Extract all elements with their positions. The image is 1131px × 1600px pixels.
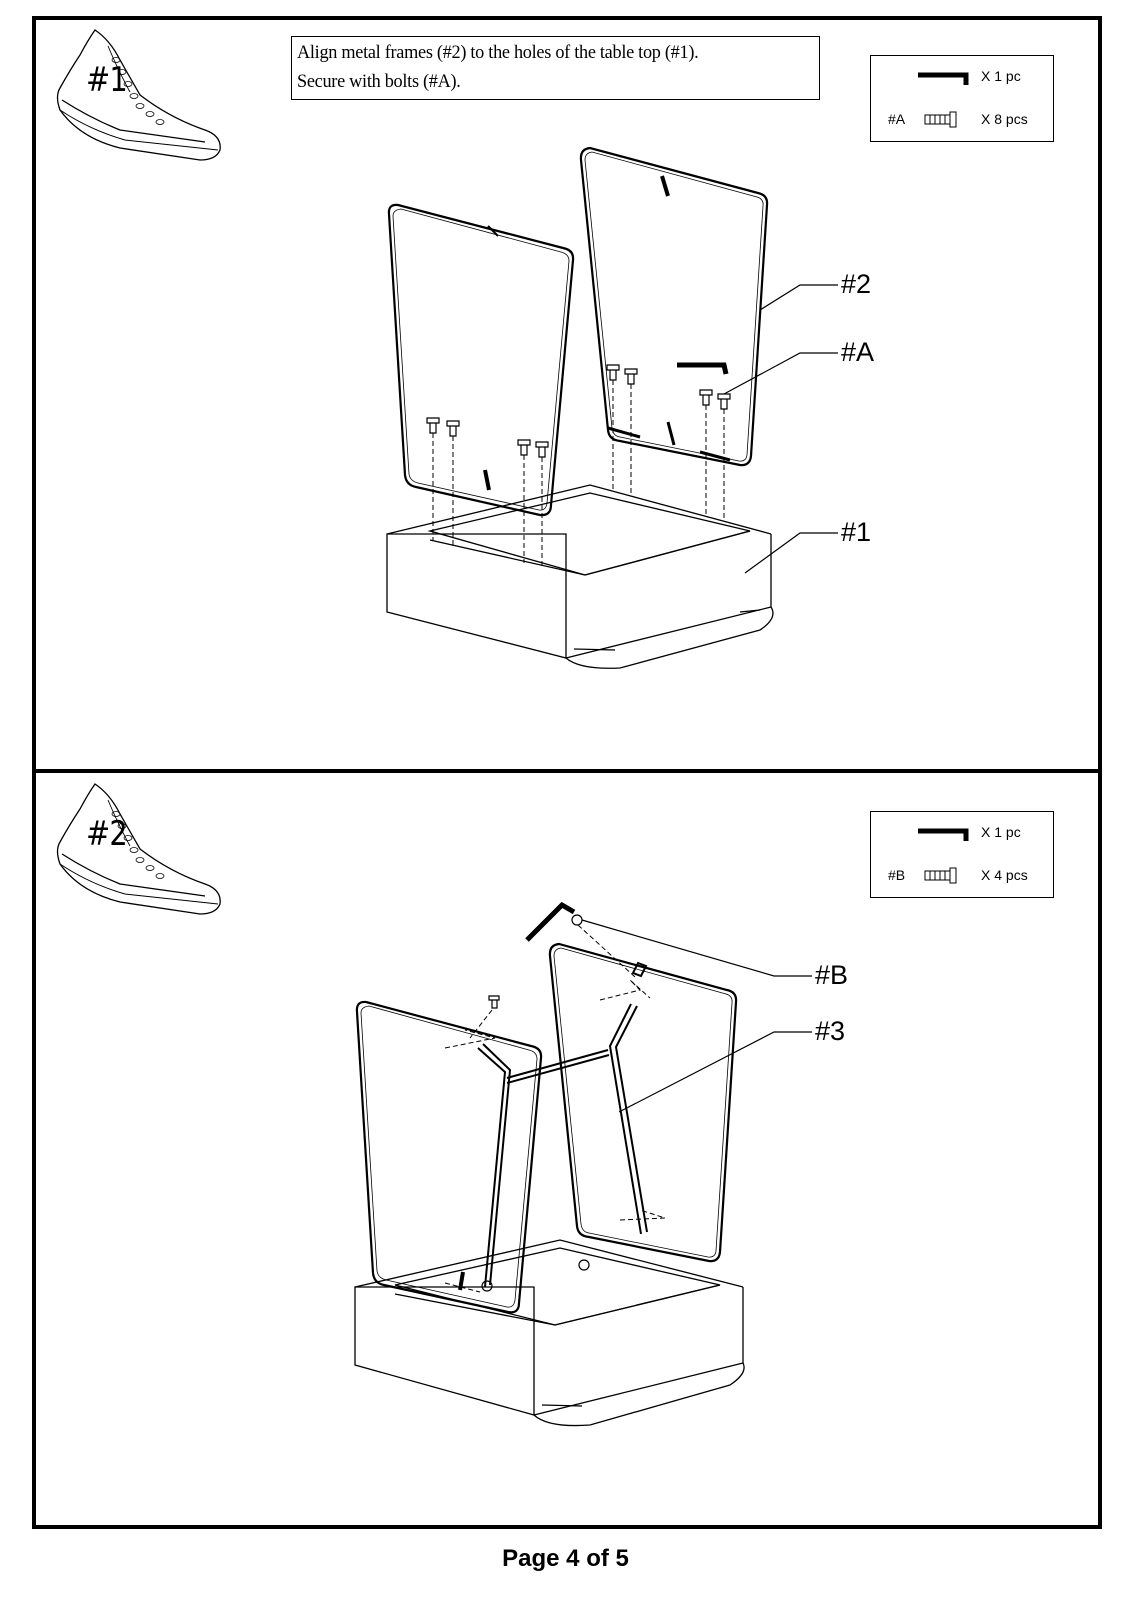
bolt-icon bbox=[924, 867, 957, 884]
instruction-box: Align metal frames (#2) to the holes of … bbox=[291, 36, 820, 100]
allen-key-qty: X 1 pc bbox=[981, 824, 1021, 840]
instruction-line: Secure with bolts (#A). bbox=[297, 71, 461, 92]
bolt-icon bbox=[426, 364, 731, 458]
alignment-guides bbox=[444, 924, 666, 1293]
bolt-qty: X 4 pcs bbox=[981, 867, 1028, 883]
table-top-part bbox=[354, 1239, 745, 1427]
callout-leaders bbox=[581, 919, 812, 1113]
bolt-icon bbox=[481, 914, 590, 1292]
instruction-line: Align metal frames (#2) to the holes of … bbox=[297, 42, 699, 63]
metal-frame-left bbox=[387, 203, 575, 517]
parts-list: X 1 pc #B X 4 pcs bbox=[870, 811, 1054, 898]
callout-brace-label: #3 bbox=[815, 1016, 846, 1046]
cross-brace-part bbox=[477, 1003, 648, 1288]
alignment-guides bbox=[432, 380, 725, 567]
bolt-code: #A bbox=[888, 111, 906, 127]
allen-key-icon bbox=[525, 901, 576, 942]
callout-frame-label: #2 bbox=[841, 269, 872, 299]
callout-bolt-label: #A bbox=[841, 337, 875, 367]
bolt-code: #B bbox=[888, 867, 906, 883]
step-badge: #1 bbox=[86, 60, 128, 100]
bolt-icon bbox=[924, 111, 957, 128]
shoe-icon bbox=[56, 29, 221, 161]
callout-leaders bbox=[723, 284, 838, 574]
allen-key-icon bbox=[918, 828, 969, 841]
table-top-part bbox=[386, 484, 774, 669]
callout-bolt-label: #B bbox=[815, 960, 849, 990]
callout-tabletop-label: #1 bbox=[841, 517, 872, 547]
allen-key-icon bbox=[918, 72, 969, 85]
page-number: Page 4 of 5 bbox=[502, 1545, 629, 1572]
allen-key-qty: X 1 pc bbox=[981, 68, 1021, 84]
step-divider bbox=[32, 769, 1102, 773]
bolt-qty: X 8 pcs bbox=[981, 111, 1028, 127]
metal-frame-right bbox=[579, 146, 769, 467]
parts-list: X 1 pc #A X 8 pcs bbox=[870, 55, 1054, 142]
metal-frame-right bbox=[548, 942, 738, 1263]
allen-key-icon bbox=[677, 362, 729, 375]
shoe-icon bbox=[56, 783, 221, 915]
metal-frame-left bbox=[355, 1000, 543, 1314]
step-badge: #2 bbox=[86, 814, 128, 854]
